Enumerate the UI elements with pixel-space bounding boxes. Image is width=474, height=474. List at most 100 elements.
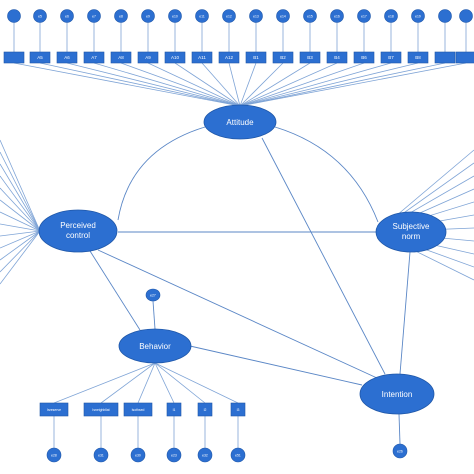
subjective-norm-node: Subjective norm	[375, 211, 447, 253]
error-term	[459, 9, 473, 23]
observed-indicator	[218, 51, 240, 64]
covariance-attitude-perceived-control	[117, 126, 206, 221]
behavior-loading-line	[137, 362, 156, 404]
error-term	[114, 9, 128, 23]
observed-indicator-label: I2	[204, 408, 207, 412]
observed-indicator	[299, 51, 321, 64]
attitude-loading-line	[239, 62, 419, 107]
observed-indicator	[56, 51, 78, 64]
observed-indicator-label: B4	[334, 55, 340, 60]
error-term	[93, 447, 109, 463]
path-attitude-intention	[261, 137, 386, 375]
observed-indicator	[197, 402, 213, 417]
observed-indicator-label: I1	[173, 408, 176, 412]
observed-indicator-label: B1	[253, 55, 259, 60]
behavior-indicator-group: Isreservee28Isneighbllate31Isothsede30I1…	[39, 402, 246, 463]
observed-indicator	[123, 402, 153, 417]
path-perceived-control-behavior	[89, 250, 141, 331]
observed-indicator	[245, 51, 267, 64]
perceived-control-label-line2: control	[66, 231, 90, 240]
error-term	[46, 447, 62, 463]
attitude-loading-line	[239, 62, 392, 107]
observed-indicator	[39, 402, 69, 417]
attitude-loading-line	[174, 62, 241, 107]
error-term-label: e10	[172, 14, 178, 18]
observed-indicator-label: B7	[388, 55, 394, 60]
error-term	[166, 447, 182, 463]
intention-error-path	[398, 413, 401, 445]
intention-node: Intention	[359, 373, 435, 415]
observed-indicator-label: A10	[171, 55, 180, 60]
covariance-attitude-subjective-norm	[274, 126, 379, 223]
observed-indicator	[110, 51, 132, 64]
observed-indicator-label: A12	[225, 55, 234, 60]
error-term	[330, 9, 344, 23]
behavior-loading-line	[154, 362, 206, 404]
error-term-label: e18	[388, 14, 394, 18]
perceived-control-loading-line	[0, 139, 41, 232]
behavior-error-path	[152, 300, 156, 330]
error-term	[168, 9, 182, 23]
subjective-norm-label-line2: norm	[402, 232, 421, 241]
behavior-label: Behavior	[139, 342, 171, 351]
error-term	[230, 447, 246, 463]
observed-indicator	[230, 402, 246, 417]
error-term	[384, 9, 398, 23]
subjective-norm-label-line1: Subjective	[393, 222, 430, 231]
observed-indicator-label: A5	[37, 55, 43, 60]
attitude-loading-line	[239, 62, 446, 107]
behavior-error-node: e27	[145, 288, 161, 302]
perceived-control-loading-line	[0, 199, 41, 232]
observed-indicator-label: A11	[198, 55, 206, 60]
observed-indicator-label: B8	[415, 55, 421, 60]
error-term	[249, 9, 263, 23]
observed-indicator	[191, 51, 213, 64]
attitude-loading-line	[239, 62, 365, 107]
error-term	[60, 9, 74, 23]
attitude-label: Attitude	[226, 118, 254, 127]
observed-indicator	[434, 51, 456, 64]
error-term	[411, 9, 425, 23]
perceived-control-loading-line	[0, 223, 41, 232]
error-term	[357, 9, 371, 23]
error-term	[222, 9, 236, 23]
perceived-control-loading-line	[0, 230, 41, 237]
error-term	[276, 9, 290, 23]
error-term-label: e32	[202, 453, 208, 457]
observed-indicator-label: B3	[307, 55, 313, 60]
attitude-node: Attitude	[203, 104, 277, 140]
error-term-label: e13	[253, 14, 259, 18]
observed-indicator	[3, 51, 25, 64]
perceived-control-loading-line	[0, 187, 41, 232]
attitude-loading-line	[13, 62, 241, 107]
error-term	[438, 9, 452, 23]
error-term	[141, 9, 155, 23]
error-term-label: e15	[307, 14, 313, 18]
perceived-control-loading-line	[0, 230, 41, 261]
error-term-label: e51	[235, 453, 241, 457]
error-term-label: e12	[226, 14, 232, 18]
error-term	[303, 9, 317, 23]
observed-indicator	[326, 51, 348, 64]
intention-error-node: e26	[392, 443, 408, 459]
attitude-loading-line	[39, 62, 241, 107]
path-intention-behavior	[189, 345, 363, 386]
observed-indicator	[164, 51, 186, 64]
observed-indicator	[83, 51, 105, 64]
error-term	[130, 447, 146, 463]
observed-indicator	[407, 51, 429, 64]
attitude-loading-line	[147, 62, 241, 107]
